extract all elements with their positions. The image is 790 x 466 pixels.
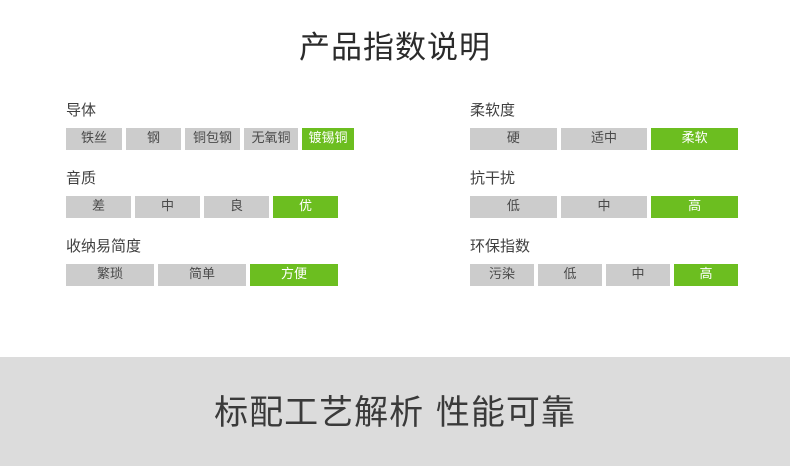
option-softness-2[interactable]: 适中 (560, 128, 648, 150)
spec-area: 导体 铁丝 钢 铜包钢 无氧铜 镀锡铜 音质 差 中 良 优 (0, 100, 790, 310)
spec-group-label: 环保指数 (470, 237, 531, 255)
option-conductor-5[interactable]: 镀锡铜 (302, 128, 354, 150)
spec-group-sound-quality: 音质 差 中 良 优 (66, 168, 338, 218)
option-storage-ease-2[interactable]: 简单 (158, 264, 246, 286)
option-softness-1[interactable]: 硬 (470, 128, 557, 150)
banner-headline: 标配工艺解析 性能可靠 (214, 393, 576, 433)
spec-group-softness: 柔软度 硬 适中 柔软 (470, 100, 739, 150)
option-conductor-2[interactable]: 钢 (126, 128, 181, 150)
option-row-anti-interference: 低 中 高 (470, 196, 739, 218)
option-anti-interference-1[interactable]: 低 (470, 196, 557, 218)
option-row-sound-quality: 差 中 良 优 (66, 196, 338, 218)
option-storage-ease-1[interactable]: 繁琐 (66, 264, 154, 286)
spec-group-label: 导体 (66, 101, 97, 119)
spec-group-conductor: 导体 铁丝 钢 铜包钢 无氧铜 镀锡铜 (66, 100, 354, 150)
option-sound-quality-4[interactable]: 优 (273, 196, 338, 218)
option-sound-quality-2[interactable]: 中 (135, 196, 200, 218)
page-title: 产品指数说明 (299, 30, 491, 66)
spec-group-label: 音质 (66, 169, 97, 187)
option-eco-index-2[interactable]: 低 (538, 264, 602, 286)
option-sound-quality-3[interactable]: 良 (204, 196, 269, 218)
option-conductor-3[interactable]: 铜包钢 (185, 128, 240, 150)
option-anti-interference-3[interactable]: 高 (651, 196, 739, 218)
option-eco-index-4[interactable]: 高 (674, 264, 738, 286)
option-anti-interference-2[interactable]: 中 (560, 196, 648, 218)
spec-group-label: 收纳易简度 (66, 237, 142, 255)
option-row-storage-ease: 繁琐 简单 方便 (66, 264, 338, 286)
spec-group-eco-index: 环保指数 污染 低 中 高 (470, 236, 738, 286)
option-storage-ease-3[interactable]: 方便 (250, 264, 338, 286)
option-row-eco-index: 污染 低 中 高 (470, 264, 738, 286)
option-row-softness: 硬 适中 柔软 (470, 128, 739, 150)
option-eco-index-1[interactable]: 污染 (470, 264, 534, 286)
option-conductor-1[interactable]: 铁丝 (66, 128, 122, 150)
spec-group-storage-ease: 收纳易简度 繁琐 简单 方便 (66, 236, 338, 286)
spec-group-anti-interference: 抗干扰 低 中 高 (470, 168, 739, 218)
option-softness-3[interactable]: 柔软 (651, 128, 739, 150)
option-eco-index-3[interactable]: 中 (606, 264, 670, 286)
option-conductor-4[interactable]: 无氧铜 (244, 128, 298, 150)
option-row-conductor: 铁丝 钢 铜包钢 无氧铜 镀锡铜 (66, 128, 354, 150)
spec-group-label: 柔软度 (470, 101, 516, 119)
bottom-banner: 标配工艺解析 性能可靠 (0, 357, 790, 466)
option-sound-quality-1[interactable]: 差 (66, 196, 131, 218)
spec-group-label: 抗干扰 (470, 169, 516, 187)
